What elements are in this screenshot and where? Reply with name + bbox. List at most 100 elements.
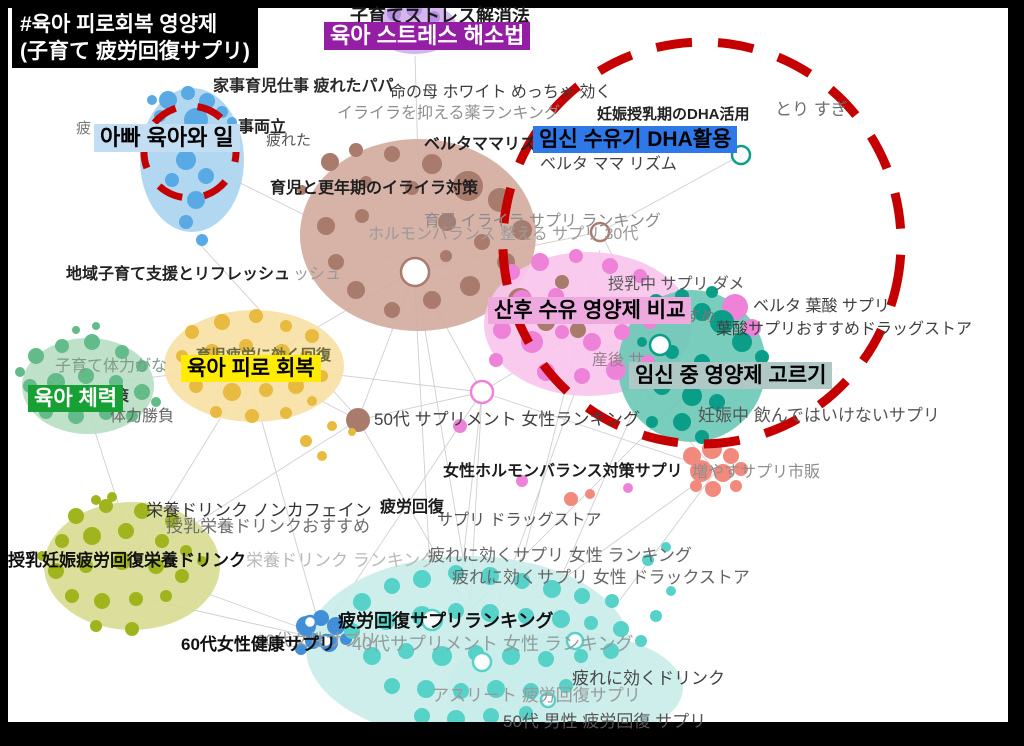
highlight-label: 산후 수유 영양제 비교 (488, 297, 692, 325)
keyword-node (690, 480, 702, 492)
keyword-node (37, 551, 47, 561)
edge-line (619, 471, 716, 601)
keyword-node (690, 460, 712, 482)
map-title-line2: (子育て 疲労回復サプリ) (20, 40, 250, 63)
keyword-node (574, 588, 590, 604)
keyword-node (28, 348, 44, 364)
keyword-text: 地域子育て支援とリフレッシュ (66, 266, 291, 283)
keyword-node (307, 396, 317, 406)
ring-node (302, 614, 318, 630)
keyword-node (317, 451, 327, 461)
keyword-node (349, 143, 363, 157)
keyword-node (189, 379, 203, 393)
keyword-node (574, 649, 588, 663)
keyword-node (606, 360, 626, 380)
keyword-node (92, 322, 100, 330)
keyword-text: 疲れに効くサプリ 女性 ランキング (428, 546, 692, 565)
cluster-balance-salmon (564, 439, 748, 506)
keyword-node (583, 333, 601, 351)
keyword-node (91, 495, 101, 505)
keyword-node (422, 154, 442, 174)
keyword-text: とり すぎ (775, 100, 848, 119)
keyword-node (328, 254, 344, 270)
keyword-node (406, 8, 422, 17)
keyword-node (432, 646, 452, 666)
keyword-node (448, 603, 464, 619)
keyword-text: 疲 (76, 120, 92, 137)
keyword-text: 栄養ドリンク ノンカフェイン (146, 501, 372, 520)
keyword-node (502, 647, 520, 665)
keyword-node (413, 570, 431, 588)
keyword-node (552, 610, 570, 628)
keyword-node (297, 185, 307, 195)
keyword-node (129, 592, 143, 606)
keyword-text: 疲労回復サプリランキング (338, 611, 554, 631)
keyword-node (519, 706, 533, 720)
keyword-node (714, 464, 732, 482)
keyword-text: 事両立 (238, 119, 287, 136)
keyword-node (602, 258, 618, 274)
keyword-node (693, 303, 711, 321)
keyword-node (603, 643, 619, 659)
keyword-node (99, 499, 113, 513)
highlight-label: 육아 스트레스 해소법 (324, 22, 531, 51)
keyword-node (613, 621, 629, 637)
keyword-node (493, 321, 511, 339)
keyword-node (559, 679, 573, 693)
keyword-node (347, 281, 365, 299)
keyword-node (705, 481, 721, 497)
keyword-node (683, 447, 701, 465)
keyword-node (55, 534, 69, 548)
keyword-node (570, 322, 586, 338)
keyword-text: ホルモンバランス 整える サプリ 30代 (368, 226, 639, 243)
keyword-text: ッシュ (293, 266, 342, 283)
keyword-node (706, 286, 718, 298)
keyword-node (355, 209, 369, 223)
keyword-node (295, 643, 307, 655)
keyword-node (633, 269, 647, 283)
keyword-node (428, 11, 440, 23)
keyword-node (159, 91, 177, 109)
keyword-node (346, 408, 370, 432)
keyword-text: 育児 イライラ サプリ ランキング (424, 213, 661, 230)
keyword-node (538, 651, 554, 667)
highlight-label: 임신 중 영양제 고르기 (629, 362, 833, 390)
keyword-node (79, 559, 93, 573)
keyword-node (15, 367, 25, 377)
keyword-node (165, 514, 179, 528)
map-title: #육아 피로회복 영양제 (子育て 疲労回復サプリ) (12, 8, 258, 68)
keyword-text: 疲労回復 (380, 499, 445, 516)
keyword-node (387, 8, 401, 21)
keyword-node (384, 678, 400, 694)
keyword-node (398, 643, 414, 659)
keyword-node (84, 334, 100, 350)
keyword-node (259, 383, 273, 397)
keyword-text: 葉酸サプリおすすめドラッグストア (716, 321, 973, 338)
keyword-text: イライラを抑える薬ランキング (337, 105, 561, 122)
edge-line (461, 391, 483, 571)
keyword-node (126, 410, 138, 422)
keyword-node (516, 475, 528, 487)
keyword-node (755, 350, 769, 364)
keyword-text: 授乳中 サプリ ダメ (608, 276, 745, 293)
keyword-node (360, 176, 372, 188)
ring-node (471, 651, 493, 673)
keyword-node (732, 332, 752, 352)
keyword-node (300, 435, 312, 447)
keyword-node (447, 710, 465, 722)
keyword-node (118, 523, 134, 539)
keyword-node (730, 480, 742, 492)
keyword-node (210, 406, 222, 418)
keyword-node (635, 635, 647, 647)
keyword-text: 女性ホルモンバランス対策サプリ (443, 463, 683, 480)
keyword-node (646, 416, 658, 428)
highlight-label: 임신 수유기 DHA활용 (533, 126, 738, 154)
keyword-node (245, 409, 259, 423)
keyword-node (605, 594, 619, 608)
keyword-node (710, 310, 734, 334)
keyword-node (48, 563, 64, 579)
keyword-node (280, 407, 292, 419)
keyword-node (107, 492, 117, 502)
keyword-node (134, 384, 150, 400)
